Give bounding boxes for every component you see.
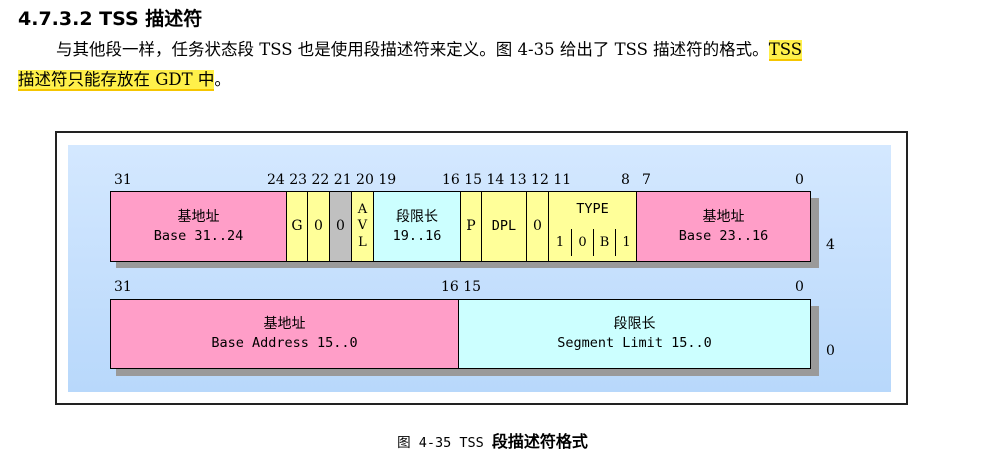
segment-limit-15-0-field: 段限长 Segment Limit 15..0 [458,299,811,369]
bit-label-31-upper: 31 [114,172,132,188]
paragraph-tail: 。 [214,70,231,89]
zero-bit-21-field: 0 [329,191,352,262]
limit-high-en: 19..16 [392,227,442,244]
type-bit-9-busy: B [593,229,615,256]
highlight-tss: TSS [768,40,803,61]
caption-prefix: 图 4-35 TSS [397,435,492,451]
bit-label-0-lower: 0 [795,279,804,295]
p-bit-field: P [460,191,482,262]
base-high-cn: 基地址 [177,208,220,225]
avl-bit-field: A V L [351,191,374,262]
type-bit-9-label: B [599,234,610,250]
type-title: TYPE [576,201,609,217]
type-bit-10-label: 0 [578,234,587,250]
highlight-gdt-note: 描述符只能存放在 GDT 中 [18,70,215,91]
bit-label-7: 7 [642,172,651,188]
base-low-cn: 基地址 [263,316,306,333]
type-bit-11: 1 [549,229,571,256]
bit-label-24-19: 24 23 22 21 20 19 [267,172,397,188]
type-field: TYPE 1 0 B 1 [548,191,637,262]
paragraph-text: 与其他段一样，任务状态段 TSS 也是使用段描述符来定义。图 4-35 给出了 … [56,40,769,59]
avl-letter-l: L [358,234,367,250]
bit-label-0-upper: 0 [795,172,804,188]
zero-bit-22-field: 0 [307,191,330,262]
offset-4-label: 4 [826,237,835,253]
base-31-24-field: 基地址 Base 31..24 [110,191,287,262]
paragraph-line-1: 与其他段一样，任务状态段 TSS 也是使用段描述符来定义。图 4-35 给出了 … [18,36,985,61]
figure-caption: 图 4-35 TSS 段描述符格式 [0,428,985,452]
offset-0-label: 0 [826,343,835,359]
zero-bit-21-label: 0 [336,218,345,235]
limit-low-en: Segment Limit 15..0 [557,335,712,352]
type-bit-8-label: 1 [622,234,631,250]
bit-label-16-15: 16 15 [441,279,482,295]
base-high-en: Base 31..24 [153,227,244,244]
bit-label-31-lower: 31 [114,279,132,295]
zero-bit-22-label: 0 [314,218,323,235]
base-low-en: Base Address 15..0 [211,335,358,352]
section-heading: 4.7.3.2 TSS 描述符 [18,8,203,30]
type-bit-11-label: 1 [555,234,565,250]
g-bit-field: G [286,191,308,262]
base-address-15-0-field: 基地址 Base Address 15..0 [110,299,459,369]
avl-letter-a: A [357,202,368,218]
dpl-field: DPL [481,191,527,262]
base-mid-cn: 基地址 [702,208,745,225]
base-23-16-field: 基地址 Base 23..16 [636,191,811,262]
g-bit-label: G [291,218,303,235]
avl-letter-v: V [357,218,368,234]
limit-19-16-field: 段限长 19..16 [373,191,461,262]
limit-high-cn: 段限长 [396,208,438,225]
paragraph-line-2: 描述符只能存放在 GDT 中。 [18,66,958,91]
zero-bit-12-label: 0 [533,218,542,235]
dpl-label: DPL [491,218,517,235]
base-mid-en: Base 23..16 [678,227,769,244]
caption-title: 段描述符格式 [491,432,588,451]
bit-label-16-11: 16 15 14 13 12 11 [442,172,572,188]
bit-label-8: 8 [621,172,630,188]
type-bit-8: 1 [615,229,637,256]
limit-low-cn: 段限长 [613,316,656,333]
p-bit-label: P [466,218,476,235]
zero-bit-12-field: 0 [526,191,549,262]
type-bit-10: 0 [571,229,593,256]
